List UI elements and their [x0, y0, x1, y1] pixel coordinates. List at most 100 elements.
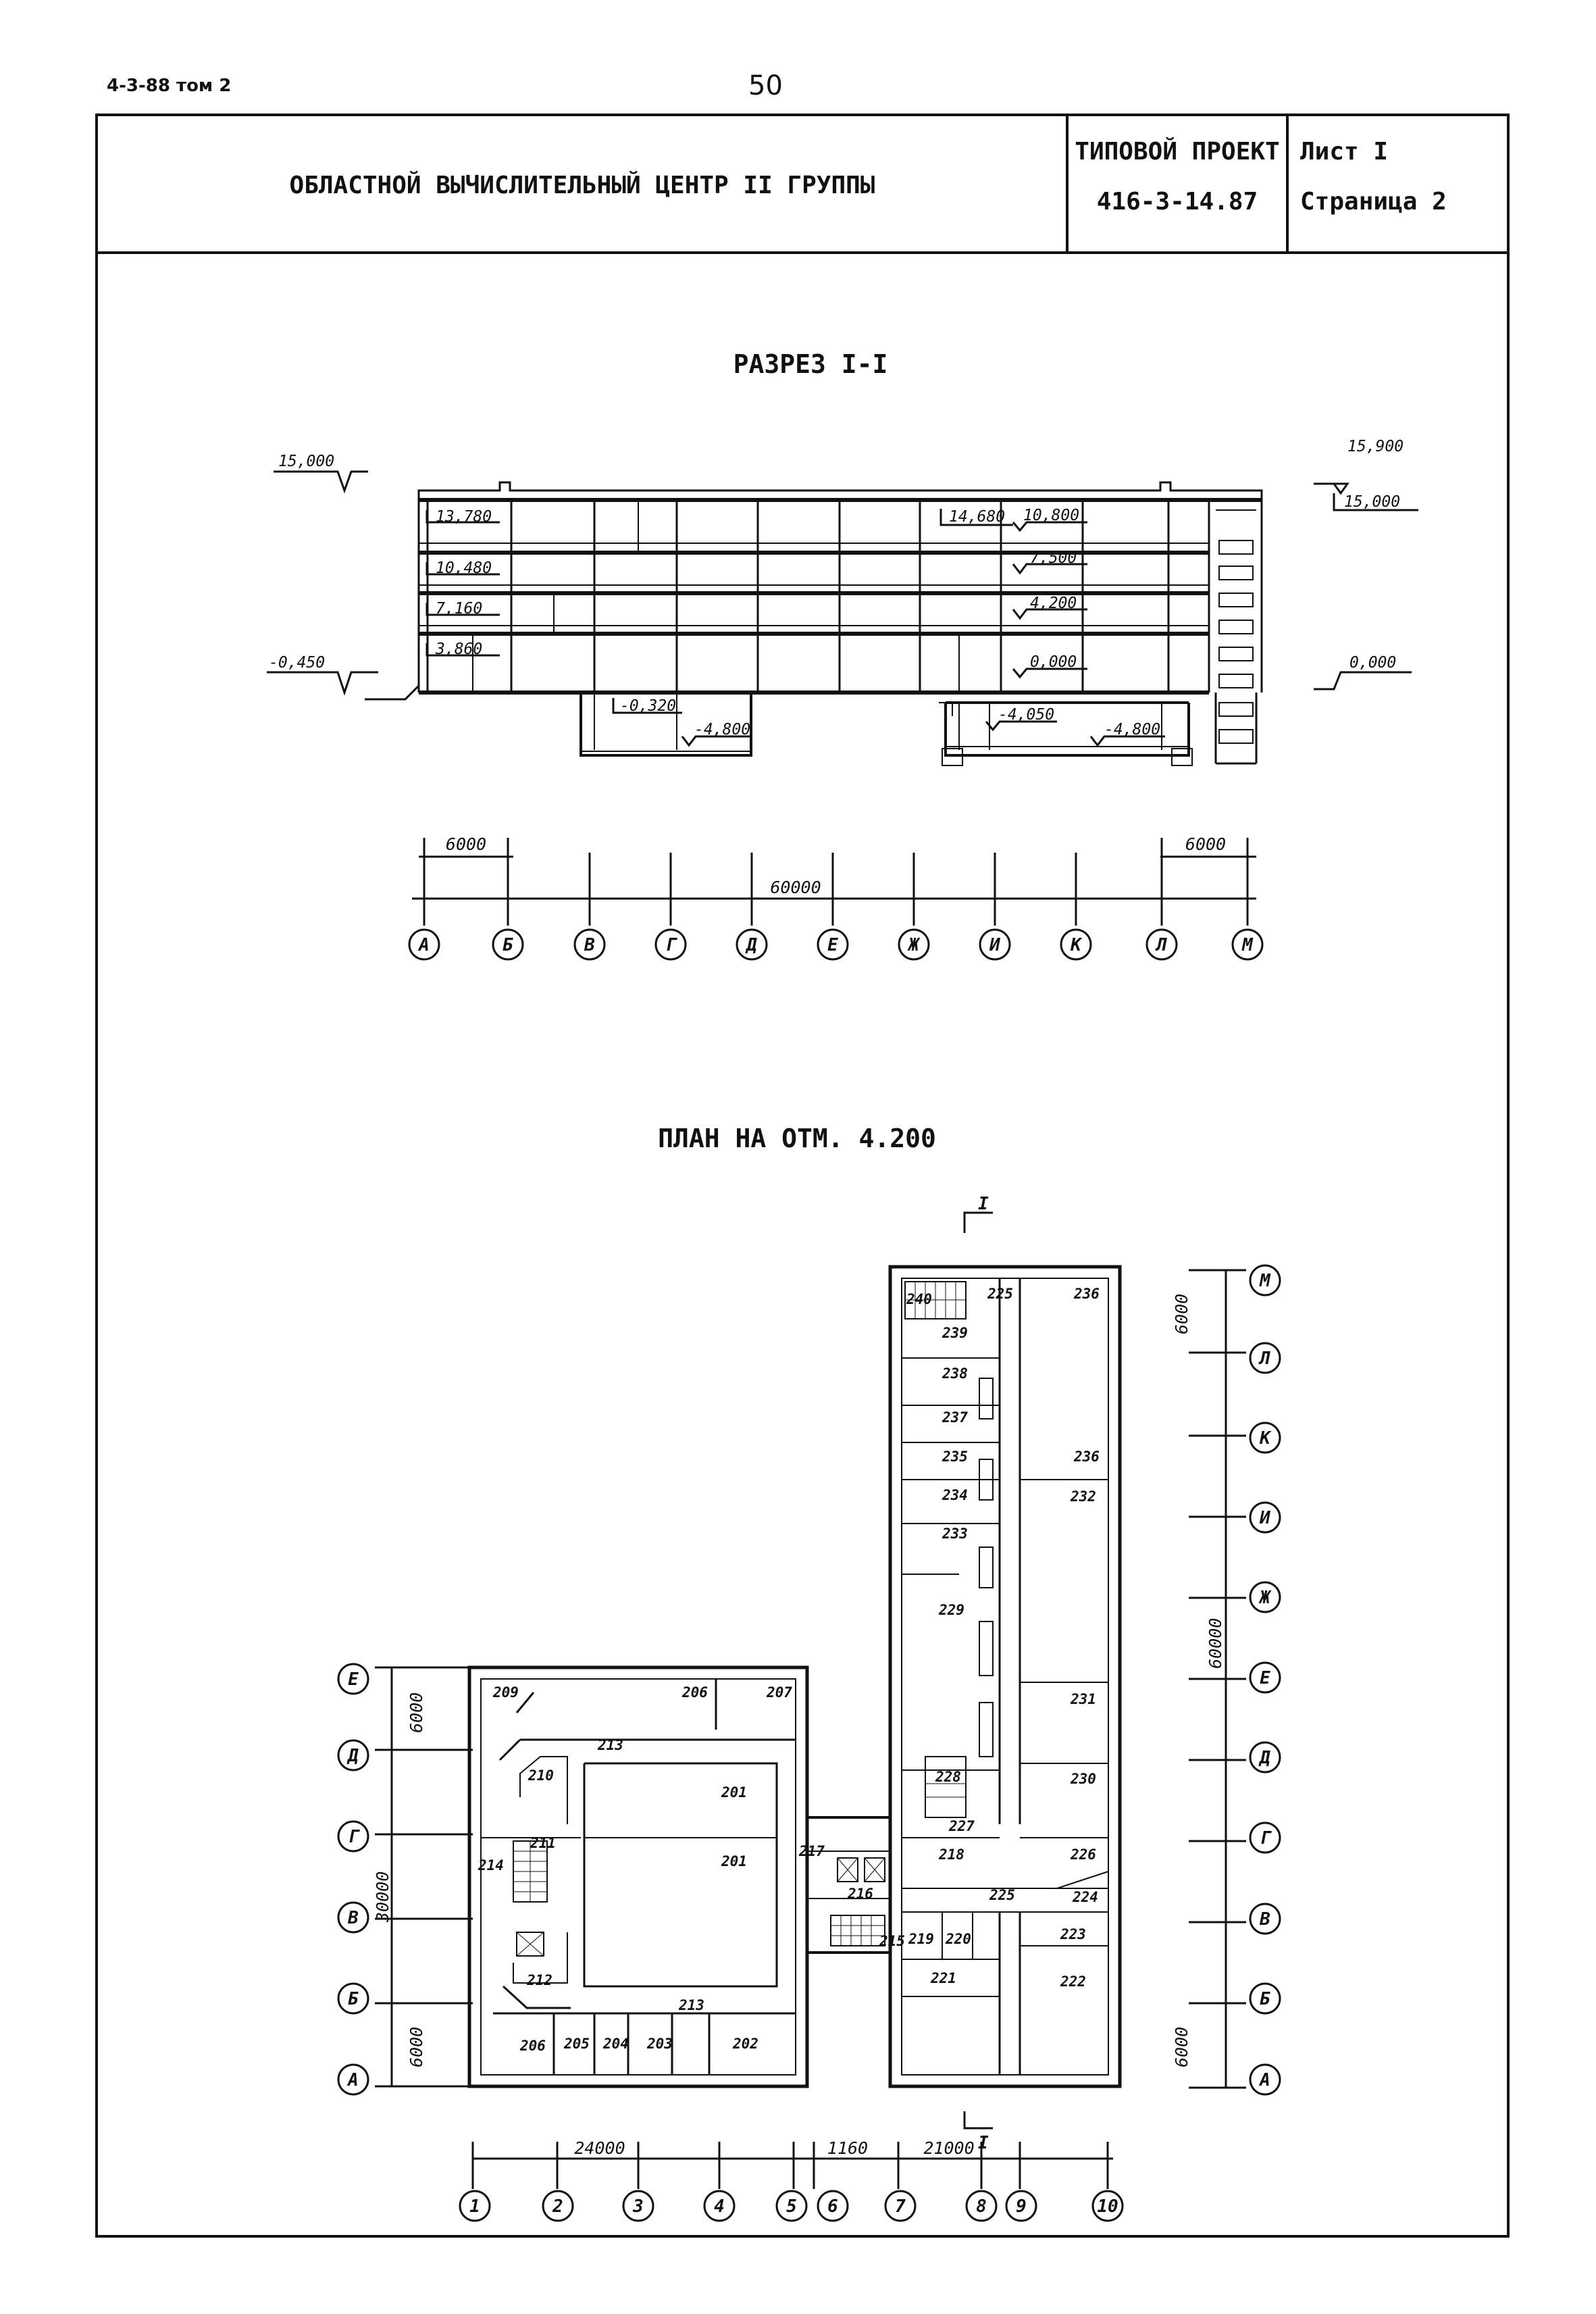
svg-text:В: В [347, 1908, 359, 1928]
dimension-label: 6000 [1185, 834, 1226, 854]
level-mark: 7,160 [436, 600, 482, 618]
axis-bubble: В [337, 1901, 369, 1934]
axis-bubble: 7 [884, 2190, 917, 2222]
dimension-label: 6000 [407, 1692, 426, 1733]
svg-text:Л: Л [1155, 935, 1167, 955]
dimension-label: 6000 [1172, 1294, 1191, 1334]
room-number: 207 [766, 1684, 792, 1701]
svg-text:А: А [1258, 2070, 1270, 2090]
dimension-label: 1160 [827, 2138, 868, 2158]
axis-bubble: К [1249, 1422, 1281, 1454]
svg-text:Г: Г [1260, 1828, 1272, 1848]
dimension-label: 30000 [373, 1871, 392, 1923]
room-number: 206 [519, 2038, 546, 2054]
axis-bubble: И [1249, 1501, 1281, 1534]
room-number: 210 [527, 1767, 554, 1784]
svg-text:И: И [989, 935, 1000, 955]
page-label: Страница 2 [1300, 188, 1447, 216]
axis-bubble: Л [1145, 928, 1178, 961]
svg-text:Б: Б [1260, 1989, 1270, 2009]
room-number: 217 [798, 1843, 825, 1859]
room-number: 225 [987, 1286, 1013, 1302]
dimension-label: 60000 [1206, 1618, 1225, 1669]
axis-bubble: М [1231, 928, 1264, 961]
svg-text:М: М [1259, 1271, 1271, 1291]
room-number: 224 [1072, 1889, 1098, 1905]
axis-bubble: Е [337, 1663, 369, 1695]
svg-text:Е: Е [348, 1669, 359, 1690]
axis-bubble: 3 [622, 2190, 654, 2222]
room-number: 213 [597, 1737, 623, 1753]
svg-text:К: К [1070, 935, 1083, 955]
room-number: 206 [681, 1684, 708, 1701]
axis-bubble: Г [1249, 1821, 1281, 1854]
axis-bubble: Г [337, 1820, 369, 1853]
axis-bubble: Д [337, 1739, 369, 1771]
room-number: 216 [847, 1886, 873, 1902]
svg-text:6: 6 [827, 2196, 838, 2217]
sheet-label: Лист I [1300, 138, 1388, 166]
level-mark: 10,800 [1023, 507, 1079, 524]
room-number: 212 [526, 1972, 552, 1988]
level-mark: -0,320 [620, 697, 676, 715]
svg-text:И: И [1259, 1508, 1270, 1528]
room-number: 231 [1070, 1691, 1096, 1707]
svg-text:М: М [1241, 935, 1254, 955]
axis-bubble: В [573, 928, 606, 961]
room-number: 236 [1073, 1286, 1100, 1302]
level-mark: 3,860 [435, 640, 482, 658]
page-number: 50 [748, 70, 783, 101]
axis-bubble: А [1249, 2063, 1281, 2096]
level-mark: -4,800 [694, 721, 750, 738]
axis-bubble: А [408, 928, 440, 961]
room-number: 223 [1060, 1926, 1086, 1942]
project-type-label: ТИПОВОЙ ПРОЕКТ [1075, 137, 1279, 166]
dimension-label: 6000 [407, 2027, 426, 2067]
svg-text:Е: Е [827, 935, 838, 955]
svg-text:Ж: Ж [1258, 1588, 1272, 1608]
room-number: 215 [879, 1933, 905, 1949]
level-mark: 4,200 [1030, 595, 1077, 612]
svg-text:А: А [417, 935, 430, 955]
room-number: 218 [938, 1846, 964, 1863]
axis-bubble: Б [337, 1982, 369, 2015]
room-number: 220 [945, 1931, 971, 1947]
floor-plan: I I 6000 30000 6000 6000 60000 6000 2400… [337, 1194, 1281, 2222]
svg-text:Ж: Ж [907, 935, 921, 955]
room-number: 233 [942, 1526, 968, 1542]
room-number: 230 [1070, 1771, 1096, 1787]
level-mark: 7,500 [1030, 549, 1077, 567]
level-mark: 10,480 [436, 559, 492, 577]
axis-bubble: 5 [775, 2190, 808, 2222]
room-number: 202 [732, 2036, 758, 2052]
room-number: 237 [942, 1409, 968, 1426]
axis-bubble: В [1249, 1903, 1281, 1935]
level-mark: 13,780 [436, 508, 492, 526]
room-number: 222 [1060, 1973, 1086, 1990]
axis-bubble: И [979, 928, 1011, 961]
room-number: 211 [530, 1835, 556, 1851]
level-mark: -4,050 [998, 706, 1054, 724]
axis-bubble: Ж [1249, 1581, 1281, 1613]
axis-bubble: Л [1249, 1342, 1281, 1374]
room-number: 227 [948, 1818, 975, 1834]
dimension-label: 6000 [1172, 2027, 1191, 2067]
level-mark: 0,000 [1030, 653, 1077, 671]
room-number: 236 [1073, 1449, 1100, 1465]
room-number: 201 [721, 1784, 747, 1801]
room-number: 201 [721, 1853, 747, 1869]
project-name: ОБЛАСТНОЙ ВЫЧИСЛИТЕЛЬНЫЙ ЦЕНТР II ГРУППЫ [290, 171, 875, 199]
dimension-label: 60000 [770, 878, 821, 897]
plan-right-axes: М Л К И Ж Е Д Г В Б А [1249, 1264, 1281, 2096]
axis-bubble: А [337, 2063, 369, 2096]
svg-text:7: 7 [895, 2196, 906, 2217]
axis-bubble: 9 [1005, 2190, 1037, 2222]
room-number: 239 [942, 1325, 968, 1341]
plan-bottom-axes: 1 2 3 4 5 6 7 8 9 10 [459, 2190, 1124, 2222]
room-number: 205 [563, 2036, 590, 2052]
svg-text:В: В [1259, 1909, 1270, 1930]
axis-bubble: 4 [703, 2190, 736, 2222]
axis-bubble: Ж [898, 928, 930, 961]
svg-text:1: 1 [469, 2196, 480, 2217]
